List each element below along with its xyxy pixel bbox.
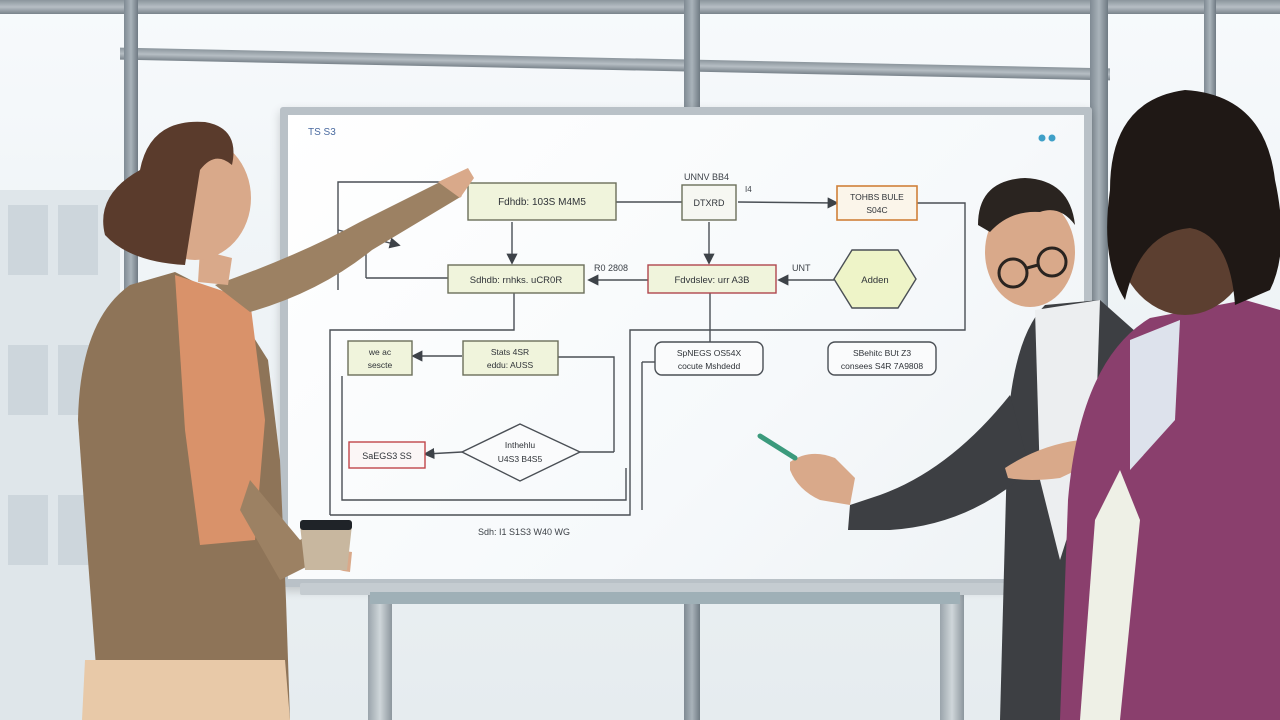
window-frame-top — [0, 0, 1280, 14]
svg-text:TOHBS BULE: TOHBS BULE — [850, 192, 904, 202]
svg-text:Sdhdb: rnhks. uCR0R: Sdhdb: rnhks. uCR0R — [470, 275, 563, 286]
svg-text:sescte: sescte — [368, 360, 393, 370]
building-window — [8, 205, 48, 275]
window-mullion — [684, 0, 700, 115]
flow-box: Fdvdslev: urr A3B — [647, 264, 777, 294]
flow-box: SaEGS3 SS — [348, 441, 426, 469]
connector — [423, 447, 463, 460]
flow-rounded-box: SBehitc BUt Z3 consees S4R 7A9808 — [827, 341, 937, 376]
svg-text:DTXRD: DTXRD — [694, 198, 725, 208]
connector — [329, 292, 515, 515]
colleague-woman — [1060, 90, 1280, 720]
connector — [330, 202, 966, 516]
flow-diamond: Inthehlu U4S3 B4S5 — [460, 423, 582, 482]
svg-text:SpNEGS OS54X: SpNEGS OS54X — [677, 348, 742, 358]
svg-text:SBehitc BUt Z3: SBehitc BUt Z3 — [853, 348, 911, 358]
flow-box: DTXRD — [681, 184, 737, 221]
whiteboard-stand-leg — [368, 590, 392, 720]
svg-text:we ac: we ac — [368, 347, 392, 357]
svg-text:Fdvdslev: urr A3B: Fdvdslev: urr A3B — [675, 275, 750, 286]
connector — [558, 356, 615, 452]
flow-box: Stats 4SR eddu: AUSS — [462, 340, 559, 376]
whiteboard-crossbar — [370, 592, 960, 604]
svg-text:Stats 4SR: Stats 4SR — [491, 347, 529, 357]
connector — [737, 197, 839, 209]
svg-text:U4S3 B4S5: U4S3 B4S5 — [498, 454, 543, 464]
board-corner-label: TS S3 — [308, 127, 336, 138]
svg-text:eddu: AUSS: eddu: AUSS — [487, 360, 534, 370]
board-footer-caption: Sdh: I1 S1S3 W40 WG — [478, 527, 570, 537]
building-window — [8, 495, 48, 565]
flow-box: Sdhdb: rnhks. uCR0R — [447, 264, 585, 294]
board-corner-dot — [1038, 134, 1046, 142]
whiteboard-stand-leg — [940, 590, 964, 720]
building-window — [8, 345, 48, 415]
svg-text:Adden: Adden — [861, 275, 888, 286]
svg-text:consees S4R 7A9808: consees S4R 7A9808 — [841, 361, 923, 371]
board-label: UNT — [792, 263, 811, 273]
svg-text:S04C: S04C — [866, 205, 887, 215]
connector — [341, 376, 627, 501]
building-window — [58, 205, 98, 275]
svg-text:cocute Mshdedd: cocute Mshdedd — [678, 361, 741, 371]
board-label: R0 2808 — [594, 263, 628, 273]
board-corner-dot — [1048, 134, 1056, 142]
presenter-woman — [78, 121, 474, 720]
flow-box: Fdhdb: 103S M4M5 — [467, 182, 617, 221]
board-label: I4 — [745, 185, 752, 194]
svg-text:Inthehlu: Inthehlu — [505, 440, 536, 450]
flow-hexagon: Adden — [833, 249, 917, 309]
svg-text:Fdhdb: 103S M4M5: Fdhdb: 103S M4M5 — [498, 197, 586, 208]
flowchart-connectors — [329, 181, 966, 516]
svg-text:SaEGS3 SS: SaEGS3 SS — [362, 451, 412, 461]
flow-rounded-box: SpNEGS OS54X cocute Mshdedd — [654, 341, 764, 376]
flow-box: we ac sescte — [347, 340, 413, 376]
board-label: UNNV BB4 — [684, 172, 729, 182]
window-mullion — [684, 600, 700, 720]
flow-box: TOHBS BULE S04C — [836, 185, 918, 221]
